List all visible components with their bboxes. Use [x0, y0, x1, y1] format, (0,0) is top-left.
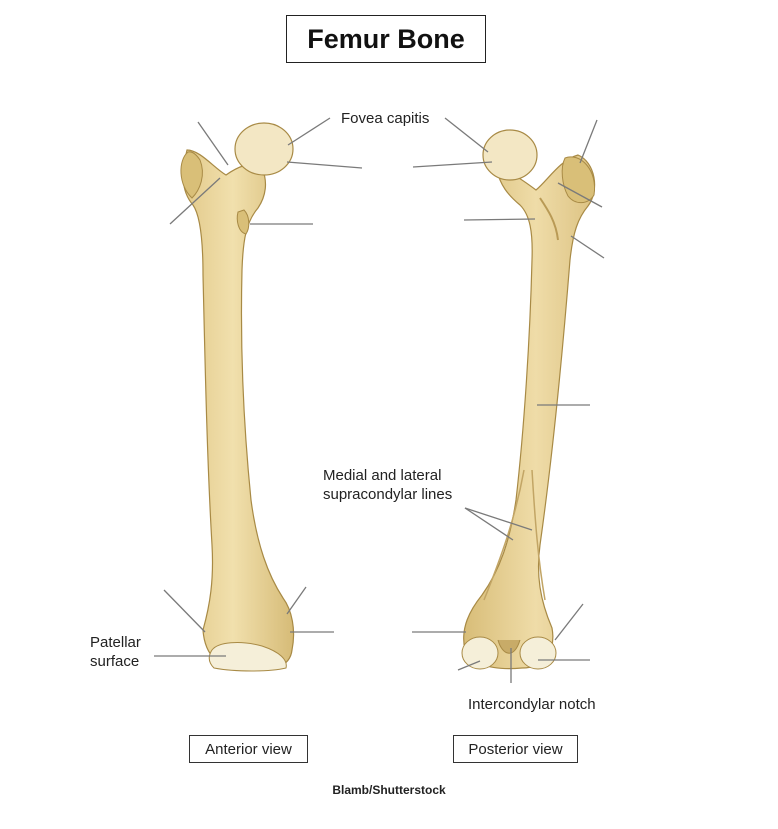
leader-ant-medial-epicondyle	[163, 589, 206, 633]
anterior-femur	[180, 122, 295, 672]
posterior-lateral-condyle	[519, 636, 557, 670]
posterior-intertrochanteric-crest	[539, 197, 559, 241]
posterior-greater-trochanter	[561, 156, 596, 204]
anterior-lesser-trochanter	[236, 209, 250, 235]
label-patellar-surface: Patellar surface	[90, 634, 141, 670]
anterior-femur-shaft	[182, 149, 295, 672]
leader-ant-fovea	[287, 117, 331, 146]
anterior-patellar-surface	[208, 642, 287, 672]
posterior-femur-shaft	[463, 154, 596, 670]
leader-supracondylar-lateral	[464, 507, 533, 531]
anterior-greater-trochanter	[180, 151, 203, 199]
posterior-femur	[461, 129, 596, 670]
leader-ant-intertrochanteric	[169, 177, 221, 225]
posterior-supracondylar-line-medial	[483, 469, 525, 601]
leader-ant-greater-trochanter-top	[197, 121, 229, 166]
leader-ant-neck	[286, 161, 363, 169]
label-supracondylar-lines: Medial and lateral supracondylar lines	[323, 467, 453, 503]
leader-post-gluteal-tuberosity	[570, 235, 605, 259]
leader-lines	[154, 117, 605, 683]
label-intercondylar-notch: Intercondylar notch	[468, 696, 596, 713]
leader-post-greater-trochanter	[579, 119, 598, 164]
leader-ant-lateral-epicondyle	[286, 586, 307, 615]
posterior-intercondylar-notch	[497, 639, 521, 654]
leader-supracondylar-medial	[464, 507, 514, 541]
anterior-view-caption: Anterior view	[189, 735, 308, 763]
label-fovea-capitis: Fovea capitis	[341, 110, 430, 127]
leader-post-intertrochanteric-crest	[557, 182, 603, 208]
anterior-femoral-head	[234, 122, 294, 176]
posterior-femoral-head	[482, 129, 538, 181]
posterior-view-caption: Posterior view	[453, 735, 578, 763]
leader-post-fovea	[444, 117, 489, 153]
posterior-medial-condyle	[461, 636, 499, 670]
image-credit: Blamb/Shutterstock	[332, 783, 446, 797]
leader-post-neck	[463, 218, 536, 221]
leader-post-lateral-epicondyle	[554, 603, 584, 641]
leader-post-medial-condyle	[457, 660, 481, 671]
leader-post-head	[412, 161, 493, 168]
posterior-supracondylar-line-lateral	[531, 469, 546, 601]
diagram-title: Femur Bone	[286, 15, 486, 63]
